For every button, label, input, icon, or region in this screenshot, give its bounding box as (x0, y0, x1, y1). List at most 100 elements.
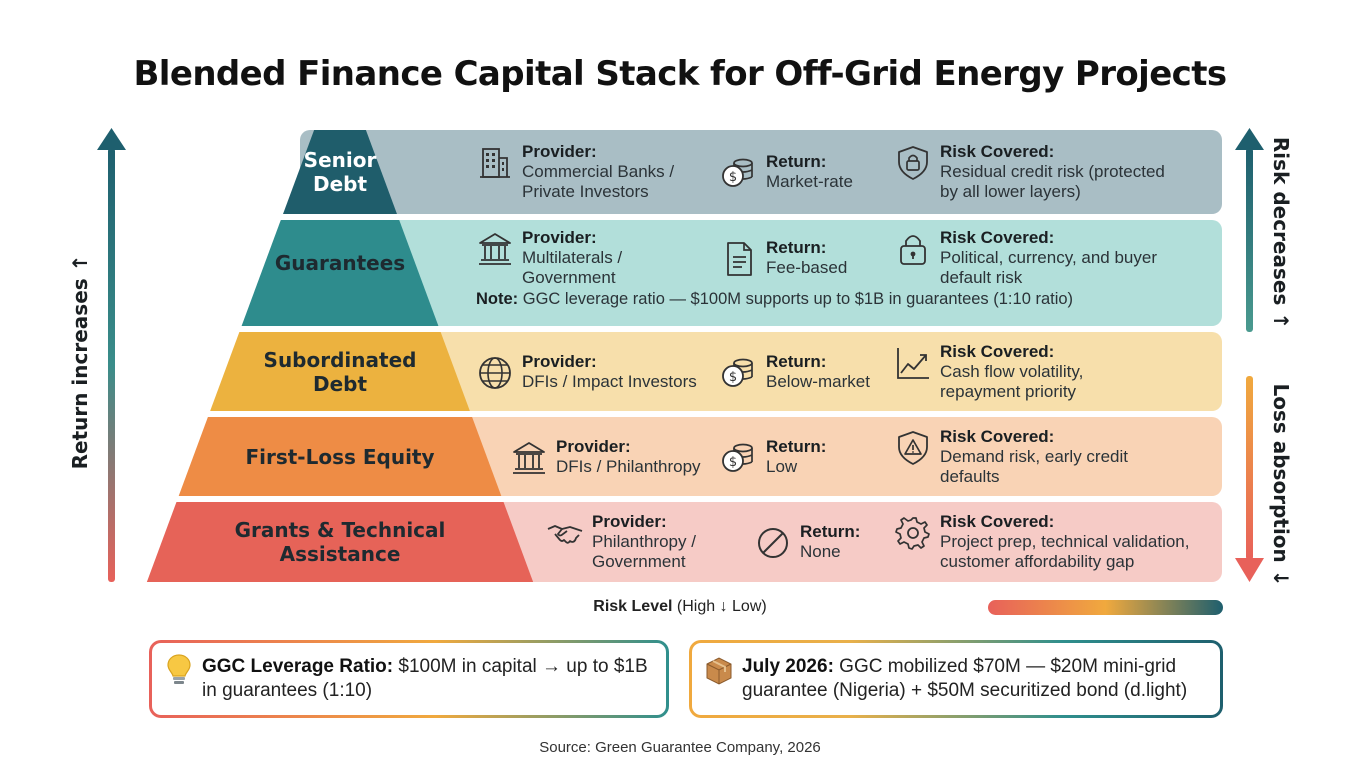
warning-shield-icon (898, 430, 928, 465)
tier-provider-label: Provider: (556, 436, 631, 456)
tier-provider-value: Government (592, 552, 686, 571)
tier-name-line: Debt (312, 172, 368, 196)
package-icon (706, 657, 732, 685)
tier-provider-value: Government (522, 268, 616, 287)
tier-risk-value: customer affordability gap (940, 552, 1135, 571)
tier-risk-value: by all lower layers) (940, 182, 1081, 201)
tier-risk-info: Risk Covered:Project prep, technical val… (894, 512, 1189, 572)
tier-risk-label: Risk Covered: (940, 142, 1055, 161)
tier-name-line: Debt (312, 371, 368, 396)
tier-risk-label: Risk Covered: (940, 426, 1055, 446)
tier-return-value: Fee-based (766, 258, 848, 277)
tier-name: First-Loss Equity (245, 445, 434, 469)
tier-provider-label: Provider: (592, 512, 667, 531)
tier-name-line: Subordinated (263, 347, 417, 372)
padlock-icon (900, 235, 926, 265)
shield-lock-icon (898, 146, 928, 180)
tier-return-value: Market-rate (766, 172, 853, 191)
document-icon (727, 242, 752, 276)
tier-return-value: Low (766, 456, 798, 476)
tier-risk-text: Risk Covered:Project prep, technical val… (940, 512, 1189, 572)
pyramid-tier-4 (178, 417, 502, 496)
building-icon (480, 148, 510, 178)
tier-provider-info: Provider:DFIs / Impact Investors (476, 352, 697, 392)
globe-icon (479, 356, 511, 389)
tier-provider-text: Provider:DFIs / Impact Investors (522, 352, 697, 392)
none-icon (758, 528, 788, 558)
svg-text:$: $ (729, 370, 737, 385)
tier-risk-text: Risk Covered:Residual credit risk (prote… (940, 142, 1165, 202)
tier-return-info: $ Return:Below-market (720, 352, 870, 392)
tier-risk-value: Political, currency, and buyer (940, 248, 1158, 267)
leverage-ratio-title: GGC Leverage Ratio: (202, 656, 394, 677)
tier-return-label: Return: (766, 152, 827, 171)
risk-level-label: Risk Level (High ↓ Low) (0, 598, 1360, 616)
pyramid-tier-5 (146, 502, 534, 582)
note-text: GGC leverage ratio — $100M supports up t… (522, 290, 1074, 308)
tier-provider-info: Provider:Philanthropy /Government (546, 512, 696, 572)
tier-return-label: Return: (766, 436, 827, 456)
leverage-ratio-text: GGC Leverage Ratio: $100M in capital → u… (202, 655, 654, 703)
tier-provider-label: Provider: (522, 351, 597, 371)
tier-risk-value: default risk (940, 268, 1023, 287)
tier-risk-info: Risk Covered:Political, currency, and bu… (894, 228, 1157, 288)
source-note: Source: Green Guarantee Company, 2026 (539, 739, 821, 756)
tier-risk-value: repayment priority (940, 381, 1077, 401)
tier-name-line: Senior (303, 148, 377, 172)
note-label: Note: (476, 290, 523, 308)
svg-text:$: $ (729, 455, 737, 470)
tier-band-2 (360, 220, 1222, 326)
gear-icon (895, 517, 930, 550)
tier-return-text: Return:None (800, 522, 860, 562)
july-2026-title: July 2026: (742, 656, 834, 677)
tier-provider-value: DFIs / Impact Investors (522, 371, 697, 391)
tier-provider-text: Provider:Commercial Banks /Private Inves… (522, 142, 674, 202)
tier-provider-value: Commercial Banks / (522, 162, 675, 181)
tier-risk-value: Cash flow volatility, (940, 361, 1084, 381)
lightbulb-icon (167, 654, 191, 684)
risk-decreases-label: Risk decreases ↑ (1269, 136, 1293, 330)
july-2026-text: July 2026: GGC mobilized $70M — $20M min… (742, 655, 1208, 703)
tier-return-text: Return:Fee-based (766, 238, 847, 278)
coin-stack-icon: $ (722, 443, 753, 472)
svg-text:$: $ (729, 170, 737, 185)
tier-provider-text: Provider:Philanthropy /Government (592, 512, 696, 572)
tier-return-label: Return: (766, 238, 827, 257)
tier-return-value: None (800, 542, 841, 561)
tier-band-3 (360, 332, 1222, 411)
tier-provider-value: DFIs / Philanthropy (556, 456, 701, 476)
tier-risk-value: Residual credit risk (protected (940, 162, 1165, 181)
tier-risk-value: Demand risk, early credit (940, 446, 1129, 466)
tier-provider-value: Philanthropy / (592, 532, 696, 551)
july-2026-body: GGC mobilized $70M — $20M mini-grid guar… (742, 656, 1188, 701)
trend-chart-icon (897, 347, 929, 379)
risk-level-detail: (High ↓ Low) (676, 598, 767, 615)
pyramid-tier-3 (210, 332, 470, 411)
tier-risk-value: defaults (940, 466, 1000, 486)
tier-risk-text: Risk Covered:Cash flow volatility,repaym… (940, 342, 1083, 402)
risk-level-title: Risk Level (593, 598, 673, 615)
tier-return-text: Return:Low (766, 437, 826, 477)
tier-provider-info: Provider:Multilaterals /Government (476, 228, 622, 288)
tier-return-label: Return: (766, 351, 827, 371)
institution-icon (479, 233, 511, 265)
tier-provider-info: Provider:DFIs / Philanthropy (510, 437, 701, 477)
tier-return-text: Return:Market-rate (766, 152, 853, 192)
tier-risk-label: Risk Covered: (940, 512, 1055, 531)
tier-provider-value: Private Investors (522, 182, 649, 201)
return-increases-label: Return increases ↑ (68, 254, 92, 470)
handshake-icon (547, 525, 583, 544)
risk-loss-arrows (1235, 128, 1264, 582)
tier-return-value: Below-market (766, 371, 870, 391)
tier-provider-value: Multilaterals / (522, 248, 623, 267)
tier-provider-text: Provider:DFIs / Philanthropy (556, 437, 701, 477)
tier-risk-info: Risk Covered:Residual credit risk (prote… (894, 142, 1165, 202)
guarantees-note: Note: GGC leverage ratio — $100M support… (476, 290, 1073, 309)
tier-name-line: Guarantees (274, 251, 406, 275)
